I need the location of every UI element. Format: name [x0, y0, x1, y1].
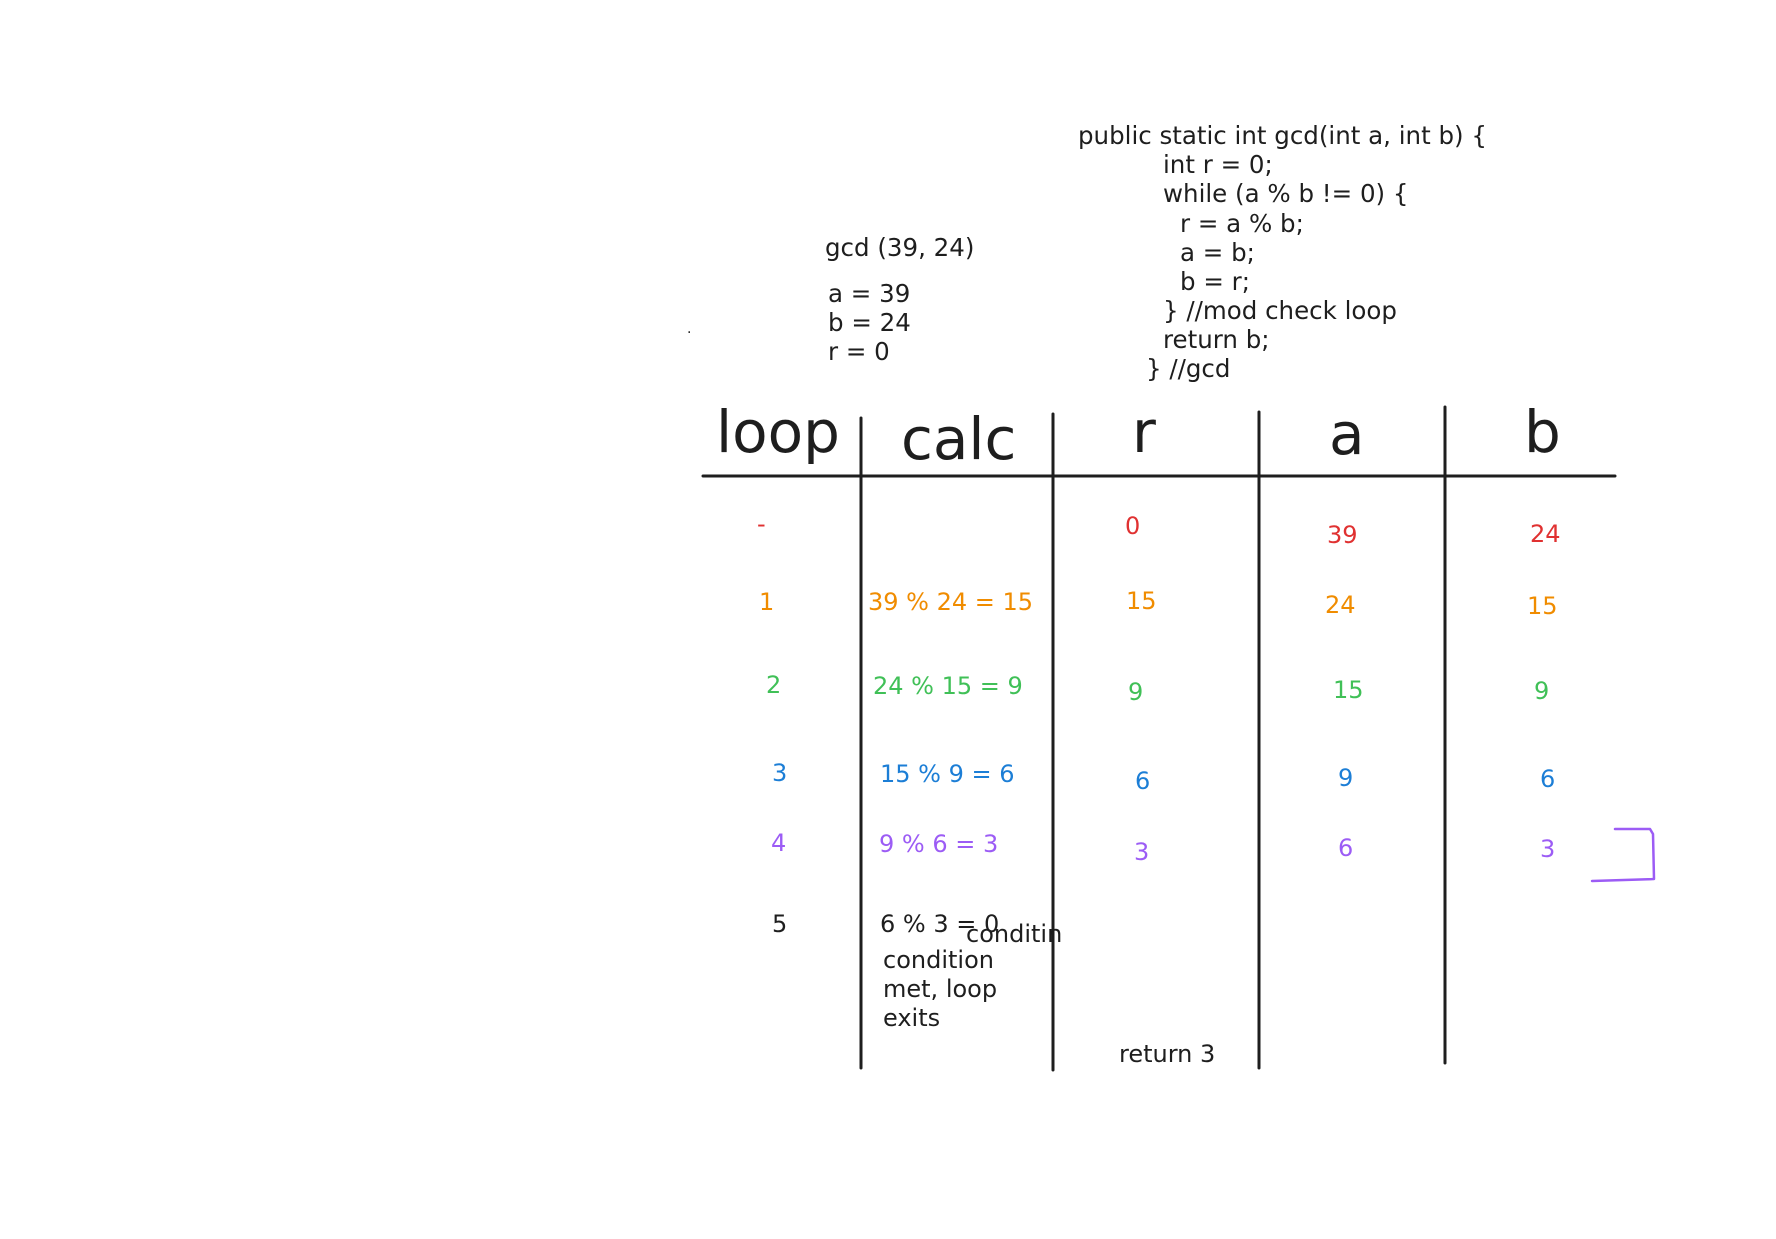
return-value: return 3 [1119, 1040, 1216, 1068]
note-line-2: met, loop [883, 975, 998, 1003]
code-line-5: a = b; [1180, 238, 1255, 267]
cell-r: 9 [1128, 678, 1144, 706]
cell-b: 6 [1540, 765, 1556, 793]
header-b: b [1524, 398, 1561, 466]
cell-a: 15 [1333, 676, 1364, 704]
cell-calc: 15 % 9 = 6 [880, 760, 1015, 788]
code-line-9: } //gcd [1146, 354, 1231, 383]
initial-a: a = 39 [828, 279, 911, 308]
cell-loop: - [757, 510, 766, 538]
code-line-4: r = a % b; [1180, 209, 1304, 238]
cell-r: 3 [1134, 838, 1150, 866]
note-overlap: conditin [966, 920, 1063, 948]
cell-a: 9 [1338, 764, 1354, 792]
cell-calc: 24 % 15 = 9 [873, 672, 1023, 700]
cell-loop: 2 [766, 671, 782, 699]
cell-loop: 3 [772, 759, 788, 787]
initial-b: b = 24 [828, 308, 911, 337]
cell-b: 24 [1530, 520, 1561, 548]
code-line-7: } //mod check loop [1163, 296, 1397, 325]
cell-loop: 5 [772, 910, 788, 938]
code-line-3: while (a % b != 0) { [1163, 179, 1409, 208]
code-line-6: b = r; [1180, 267, 1250, 296]
cell-b: 15 [1527, 592, 1558, 620]
code-line-1: public static int gcd(int a, int b) { [1078, 121, 1487, 150]
cell-a: 39 [1327, 521, 1358, 549]
initial-r: r = 0 [828, 337, 890, 366]
cell-a: 6 [1338, 834, 1354, 862]
bracket-mark [1590, 827, 1656, 883]
cell-r: 15 [1126, 587, 1157, 615]
header-loop: loop [716, 398, 840, 466]
cell-a: 24 [1325, 591, 1356, 619]
note-line-1: condition [883, 946, 994, 974]
call-label: gcd (39, 24) [825, 233, 975, 262]
cell-loop: 4 [771, 829, 787, 857]
cell-calc: 39 % 24 = 15 [868, 588, 1034, 616]
stray-dot: . [687, 321, 692, 337]
header-calc: calc [901, 405, 1017, 473]
cell-calc: 6 % 3 = 0 [880, 910, 1000, 938]
header-r: r [1132, 398, 1156, 466]
code-line-2: int r = 0; [1163, 150, 1273, 179]
cell-loop: 1 [759, 588, 775, 616]
cell-calc: 9 % 6 = 3 [879, 830, 999, 858]
cell-r: 6 [1135, 767, 1151, 795]
note-line-3: exits [883, 1004, 941, 1032]
cell-b: 3 [1540, 835, 1556, 863]
cell-r: 0 [1125, 512, 1141, 540]
code-line-8: return b; [1163, 325, 1270, 354]
header-a: a [1329, 400, 1365, 468]
cell-b: 9 [1534, 677, 1550, 705]
